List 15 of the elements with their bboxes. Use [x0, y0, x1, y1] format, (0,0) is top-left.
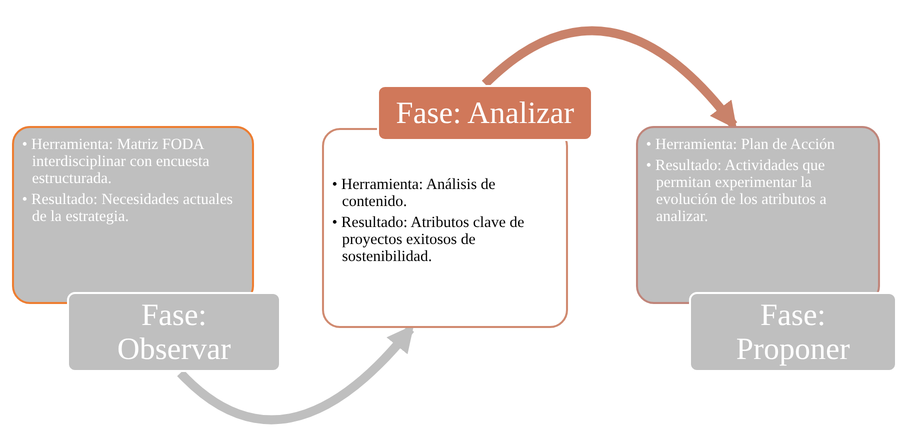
content-box: [636, 126, 880, 304]
phase-title: Fase: Analizar: [396, 96, 574, 130]
content-box: [322, 128, 568, 328]
bullet-text: • Herramienta: Plan de Acción: [646, 136, 836, 153]
bullet-text: • Herramienta: Análisis de contenido.: [332, 176, 496, 210]
bullet-text: • Resultado: Necesidades actuales de la estrategia.: [22, 191, 234, 225]
phase-title: Fase: Observar: [116, 298, 232, 366]
phase-title-box: [67, 292, 281, 372]
bullet-text: • Resultado: Actividades que permitan experimentar la evolución de los atributos a analizar.: [646, 157, 828, 225]
bullet-text: • Resultado: Atributos clave de proyectos exitosos de sostenibilidad.: [332, 214, 526, 265]
content-box: [12, 126, 254, 304]
bullet-text: • Herramienta: Matriz FODA interdisciplinar con encuesta estructurada.: [22, 136, 210, 187]
phase-title: Fase: Proponer: [735, 298, 851, 366]
phase-title-box: [377, 85, 593, 141]
phase-title-box: [689, 292, 897, 372]
